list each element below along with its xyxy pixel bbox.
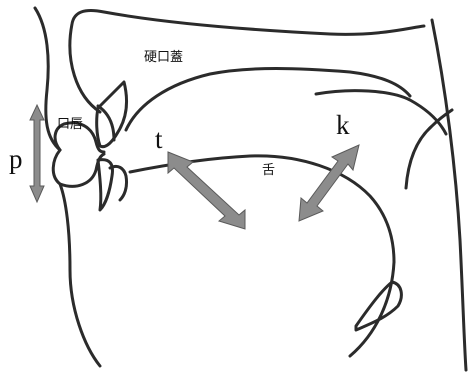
tongue-root <box>350 262 394 356</box>
jaw-outline <box>60 184 100 366</box>
upper-tooth <box>97 82 127 147</box>
lower-lip-outline <box>53 150 104 186</box>
palate-line <box>126 69 410 131</box>
p-label: p <box>9 146 23 173</box>
tongue-label: 舌 <box>262 164 275 177</box>
nasal-cavity-outline <box>70 11 424 113</box>
k-label: k <box>336 112 350 139</box>
lips-label: 口唇 <box>57 118 83 131</box>
velum-lower-line <box>406 110 452 188</box>
t-arrow <box>168 152 245 229</box>
t-label: t <box>155 126 163 153</box>
hard-palate-label: 硬口蓋 <box>144 51 183 64</box>
p-arrow <box>30 105 44 202</box>
k-arrow <box>299 145 359 221</box>
pharynx-wall <box>432 20 466 370</box>
